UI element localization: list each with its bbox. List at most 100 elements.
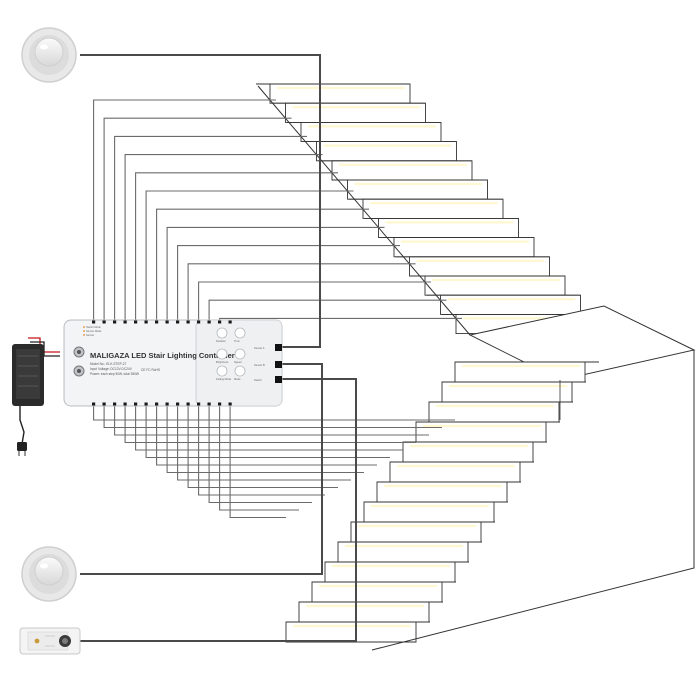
top-terminal [92, 320, 96, 324]
bottom-terminal [228, 402, 232, 406]
bottom-terminal [155, 402, 159, 406]
undefined-step [441, 381, 586, 403]
bottom-terminal [144, 402, 148, 406]
port-label-sensor-b: Sensor B [254, 363, 265, 367]
mode-legend: Switch Mode Sensor Mode Sensor [83, 325, 102, 337]
undefined-step [333, 179, 488, 200]
control-button [234, 365, 246, 377]
bottom-terminal [197, 402, 201, 406]
undefined-step [256, 83, 411, 104]
sensor-wire [80, 363, 323, 575]
undefined-step [402, 441, 547, 463]
undefined-step [271, 102, 426, 123]
bottom-terminal [207, 402, 211, 406]
top-terminal [176, 320, 180, 324]
undefined-step [350, 521, 495, 543]
step-wire [124, 154, 323, 320]
top-terminal [134, 320, 138, 324]
top-terminal [197, 320, 201, 324]
step-wire [187, 406, 338, 489]
motion-sensor-bottom-icon [21, 546, 77, 602]
undefined-step [380, 237, 535, 258]
undefined-step [389, 461, 534, 483]
top-terminal [218, 320, 222, 324]
undefined-step [311, 581, 456, 603]
control-button [216, 348, 228, 360]
top-terminal [102, 320, 106, 324]
step-wire [124, 406, 416, 444]
bottom-terminal [176, 402, 180, 406]
undefined-step [376, 481, 521, 503]
undefined-step [298, 601, 443, 623]
top-terminal [207, 320, 211, 324]
terminal-row [92, 320, 232, 406]
top-terminal [144, 320, 148, 324]
control-button-label: Duration [216, 339, 226, 343]
undefined-step [426, 294, 581, 315]
control-button-label: Mode [234, 377, 241, 381]
step-wire [187, 263, 416, 320]
step-wires [93, 99, 462, 519]
step-wire [145, 406, 390, 459]
step-wire [114, 406, 429, 436]
top-terminal [123, 320, 127, 324]
undefined-step [428, 401, 573, 423]
step-wire [166, 226, 385, 320]
undefined-step [324, 561, 469, 583]
step-wire [166, 406, 364, 474]
undefined-step [363, 501, 508, 523]
bottom-terminal [113, 402, 117, 406]
bottom-terminal [186, 402, 190, 406]
step-wire [219, 317, 462, 320]
step-wire [219, 406, 299, 511]
sensor-b-port [275, 361, 282, 368]
step-wire [145, 190, 354, 320]
undefined-step [395, 256, 550, 277]
bottom-terminal [102, 402, 106, 406]
power-supply-icon [12, 337, 60, 456]
staircase [256, 83, 696, 651]
stair-side-wall [371, 350, 695, 651]
control-button [216, 327, 228, 339]
step-wire [177, 245, 400, 320]
undefined-step [349, 198, 504, 219]
sensor-wire [80, 378, 357, 642]
control-button-label: Time [234, 339, 240, 343]
top-terminal [228, 320, 232, 324]
controller-power: Power: each step 50W, total 350W [90, 372, 139, 376]
mode-label-sensor: Sensor [86, 333, 94, 337]
undefined-step [285, 621, 430, 643]
port-label-sensor-a: Sensor A [254, 346, 265, 350]
top-terminal [165, 320, 169, 324]
control-button-label: Speed [234, 360, 242, 364]
control-button-label: Fading Mode [216, 377, 232, 381]
step-wire [135, 406, 403, 451]
bottom-terminal [218, 402, 222, 406]
step-wire [198, 281, 431, 320]
bottom-terminal [123, 402, 127, 406]
control-button [234, 327, 246, 339]
certification-marks: CE FC RoHS [141, 368, 160, 372]
step-wire [135, 172, 338, 320]
undefined-step [318, 160, 473, 181]
top-terminal [186, 320, 190, 324]
controller-title: MALIGAZA LED Stair Lighting Controller [90, 351, 235, 360]
step-wire [156, 208, 369, 320]
bottom-terminal [165, 402, 169, 406]
undefined-step [415, 421, 560, 443]
step-wire [103, 117, 292, 320]
light-sensor-icon [19, 627, 81, 655]
step-wire [229, 406, 286, 519]
top-terminal [155, 320, 159, 324]
control-button [216, 365, 228, 377]
sensor-wires [80, 54, 357, 642]
controller-voltage: Input Voltage: DC12V-DC24V [90, 367, 133, 371]
port-label-switch: Switch [254, 378, 262, 382]
mode-label-sensor-mode: Sensor Mode [86, 329, 102, 333]
controller-box: Switch Mode Sensor Mode Sensor MALIGAZA … [63, 319, 283, 407]
motion-sensor-top-icon [21, 27, 77, 83]
sensor-wire [80, 54, 321, 348]
controller-model: Model No.: ELK-STEP-27 [90, 362, 127, 366]
switch-port [275, 376, 282, 383]
